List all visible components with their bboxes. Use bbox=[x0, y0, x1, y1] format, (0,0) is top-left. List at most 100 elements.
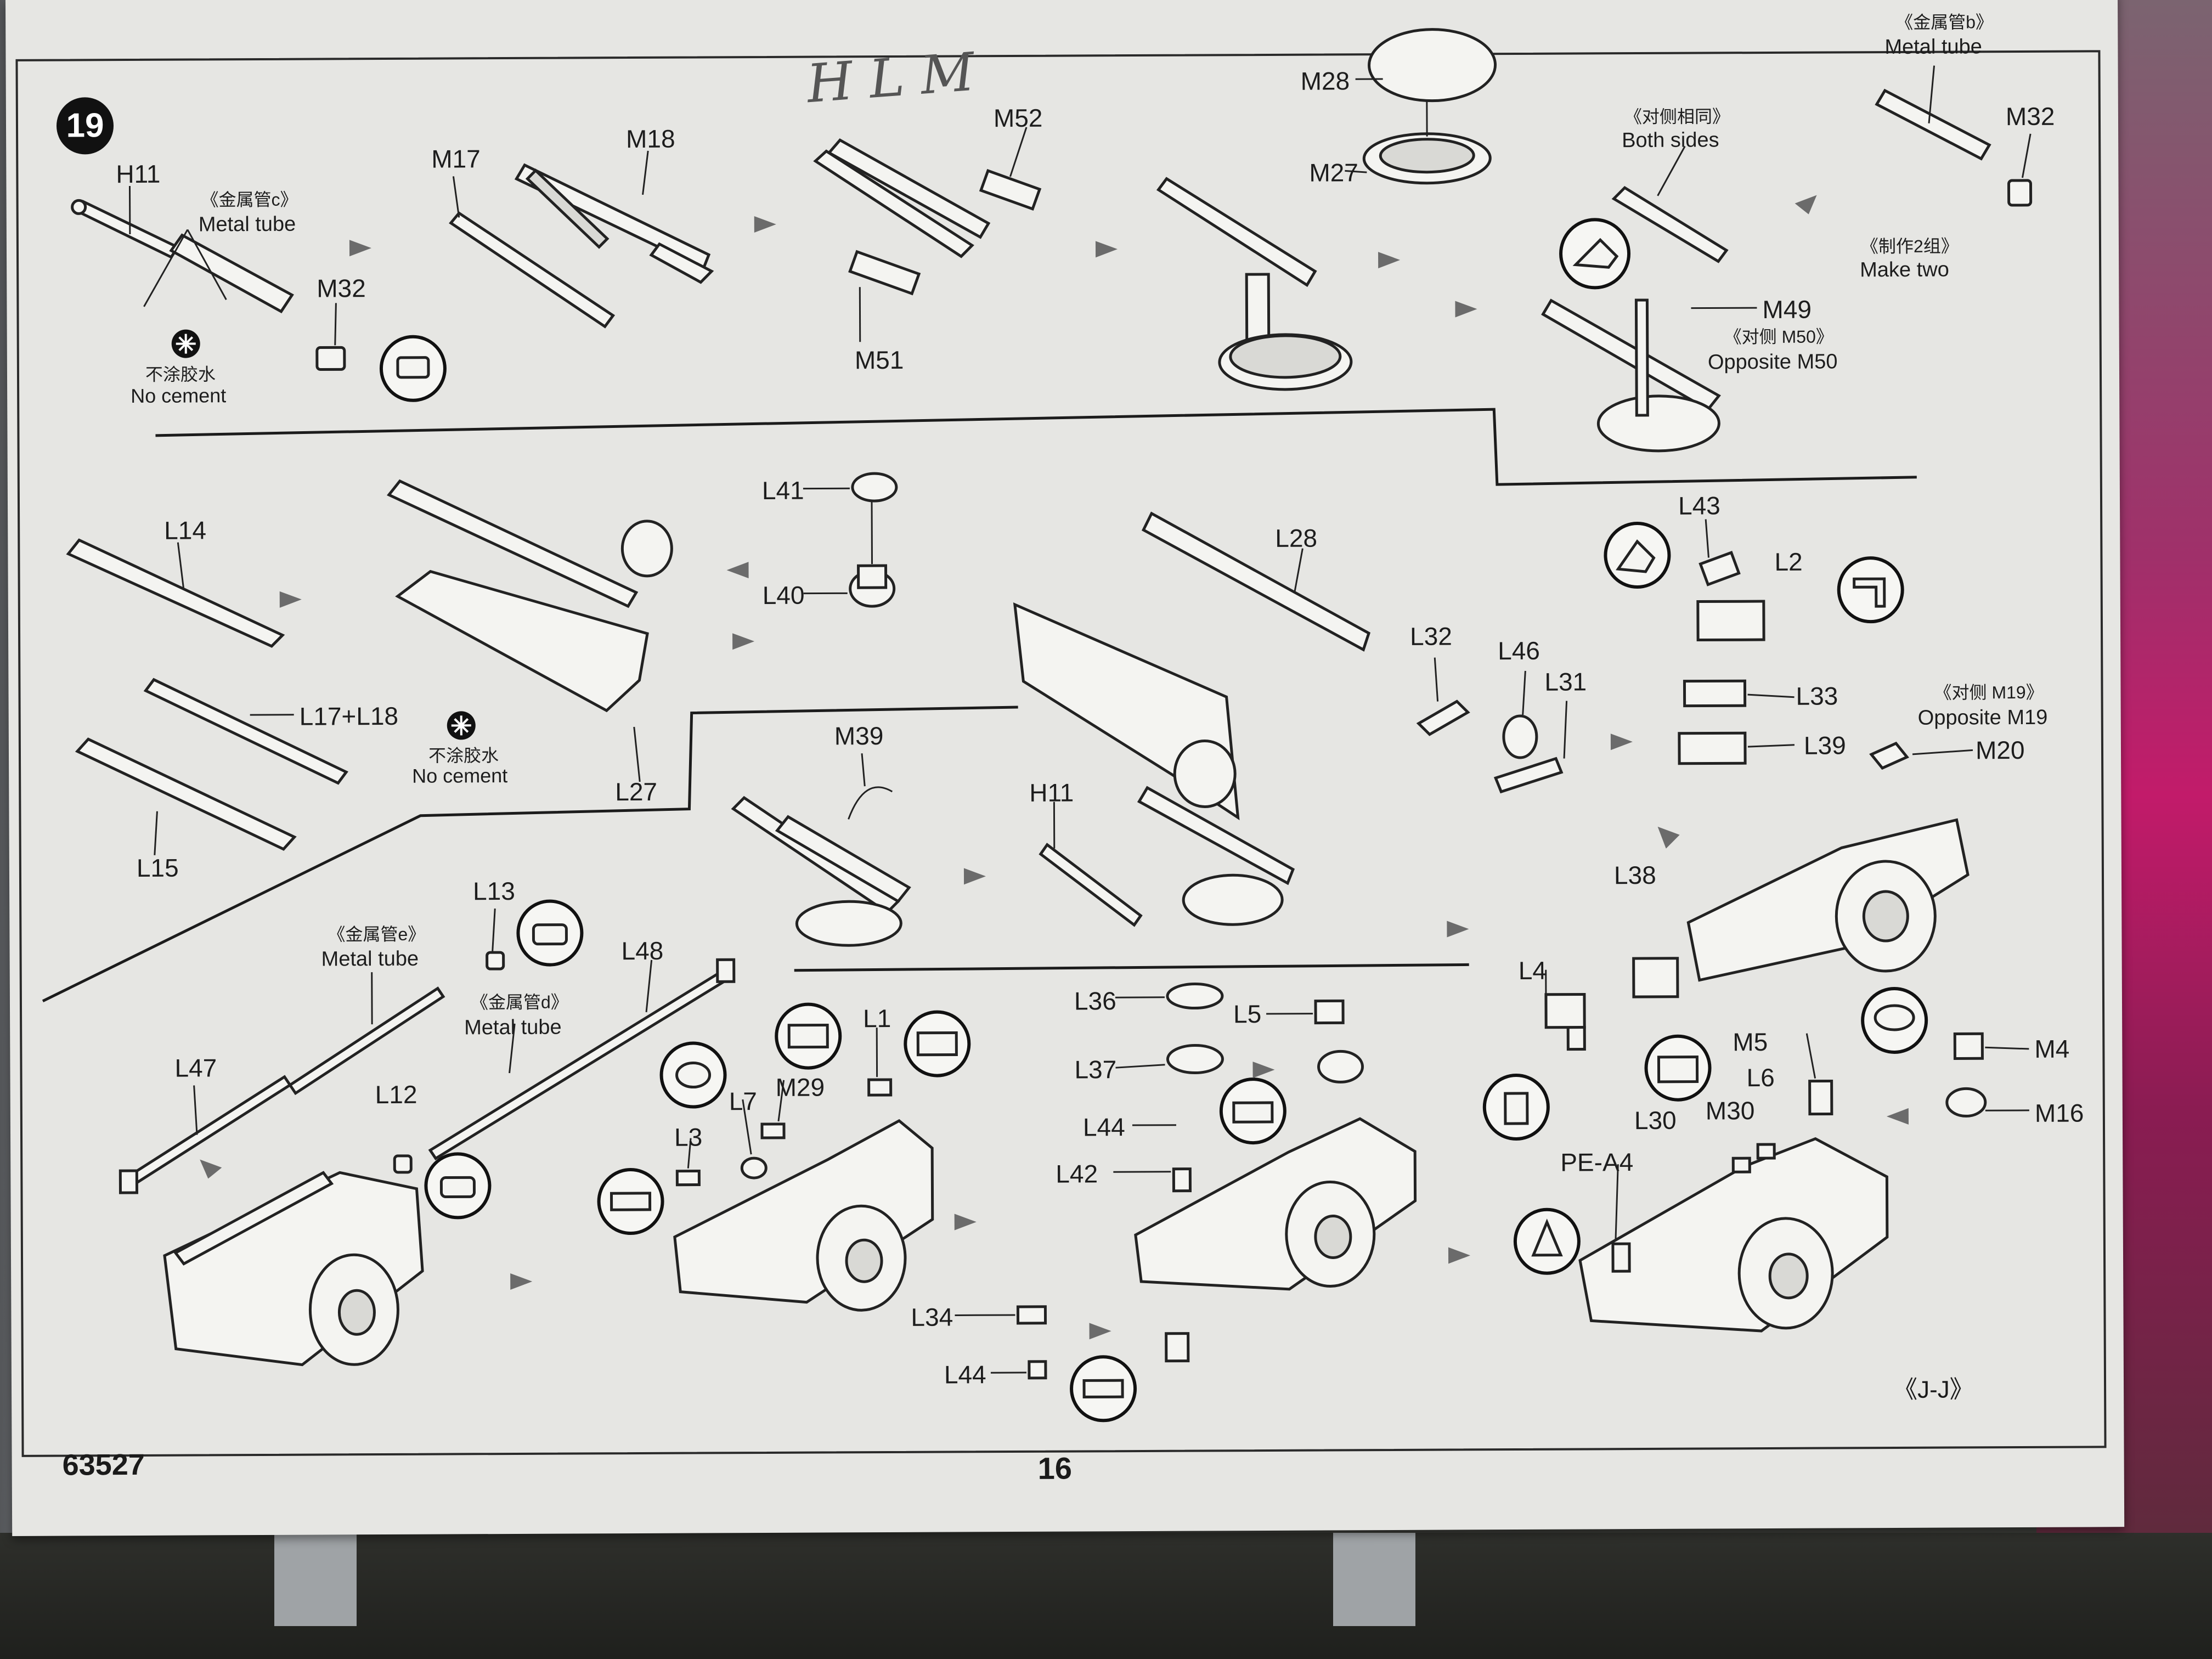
label-both-sides-en: Both sides bbox=[1622, 128, 1719, 153]
label-l6: L6 bbox=[1746, 1063, 1775, 1092]
part-m20-body-assembly bbox=[1686, 741, 1973, 982]
label-h11-mid: H11 bbox=[1029, 778, 1074, 807]
label-metal-tube-d-cn: 《金属管d》 bbox=[470, 992, 568, 1013]
label-metal-tube-e-cn: 《金属管e》 bbox=[328, 924, 426, 945]
label-l4: L4 bbox=[1518, 956, 1547, 985]
part-both-sides-assembly bbox=[1541, 145, 1757, 453]
assembly-diagram bbox=[42, 28, 2033, 1423]
label-m32-b: M32 bbox=[2005, 101, 2055, 131]
label-l41: L41 bbox=[761, 476, 804, 505]
label-l37: L37 bbox=[1074, 1055, 1117, 1084]
step-arrow bbox=[1610, 733, 1633, 751]
part-l43-l2-l33-l39 bbox=[1604, 519, 1904, 765]
step-arrow bbox=[1886, 1108, 1909, 1125]
part-chassis-l5-l36-l37 bbox=[955, 983, 1417, 1423]
label-m18: M18 bbox=[626, 124, 675, 154]
step-arrow bbox=[963, 868, 986, 885]
label-m49: M49 bbox=[1762, 295, 1812, 324]
label-m30: M30 bbox=[1705, 1096, 1755, 1125]
label-l12: L12 bbox=[375, 1080, 417, 1109]
step-arrow bbox=[1095, 241, 1118, 258]
label-no-cement-en: No cement bbox=[131, 384, 227, 408]
label-metal-tube-e-en: Metal tube bbox=[321, 947, 419, 971]
step-arrow bbox=[1657, 826, 1680, 849]
label-l3: L3 bbox=[674, 1122, 703, 1152]
label-l30: L30 bbox=[1634, 1105, 1677, 1135]
part-h11-metal-tube-c bbox=[71, 186, 447, 402]
part-turntable-assembly-1 bbox=[1156, 177, 1353, 391]
step-arrow bbox=[1089, 1323, 1111, 1340]
label-metal-tube-d-en: Metal tube bbox=[464, 1015, 562, 1040]
label-both-sides-cn: 《对侧相同》 bbox=[1624, 106, 1730, 127]
label-m20: M20 bbox=[1975, 735, 2025, 765]
part-m52-m51-arms bbox=[813, 127, 1042, 342]
section-mark-jj: 《J-J》 bbox=[1893, 1376, 1974, 1404]
label-l38: L38 bbox=[1613, 860, 1656, 890]
label-l32: L32 bbox=[1409, 622, 1452, 651]
part-chassis-left bbox=[163, 1171, 424, 1367]
label-opposite-m19-en: Opposite M19 bbox=[1917, 706, 2048, 730]
label-h11: H11 bbox=[116, 159, 161, 189]
step-arrow bbox=[279, 591, 302, 608]
label-m28: M28 bbox=[1300, 66, 1350, 95]
label-l28: L28 bbox=[1275, 523, 1318, 552]
step-number-badge: 19 bbox=[56, 97, 114, 155]
divider-row3 bbox=[794, 963, 1469, 972]
detail-bubble-l2 bbox=[1837, 556, 1904, 624]
step-arrow bbox=[200, 1159, 222, 1179]
step-arrow bbox=[510, 1273, 533, 1290]
label-l5: L5 bbox=[1233, 1000, 1262, 1029]
background-table bbox=[0, 1533, 2212, 1659]
step-arrow bbox=[1455, 301, 1477, 318]
label-l14: L14 bbox=[164, 516, 207, 545]
divider-row1 bbox=[155, 408, 1917, 486]
part-l27-chassis bbox=[387, 479, 673, 782]
page-number: 16 bbox=[1037, 1451, 1073, 1486]
label-l47: L47 bbox=[174, 1053, 217, 1082]
label-l36: L36 bbox=[1074, 986, 1116, 1015]
label-m51: M51 bbox=[854, 345, 904, 375]
part-l40-l41-wheel bbox=[803, 472, 898, 608]
label-metal-tube-b-cn: 《金属管b》 bbox=[1895, 12, 1994, 32]
product-code: 63527 bbox=[62, 1448, 145, 1482]
step-arrow bbox=[349, 240, 371, 257]
label-l43: L43 bbox=[1678, 491, 1720, 520]
label-no-cement-cn: 不涂胶水 bbox=[145, 364, 216, 385]
part-metal-tubes-l47-l48 bbox=[119, 899, 736, 1220]
part-m27-m28-turntable bbox=[1345, 28, 1497, 185]
label-l33: L33 bbox=[1796, 681, 1838, 710]
step-arrow bbox=[1448, 1247, 1471, 1264]
label-l39: L39 bbox=[1803, 731, 1846, 760]
label-metal-tube-c-en: Metal tube bbox=[198, 212, 296, 236]
label-make-two-cn: 《制作2组》 bbox=[1860, 236, 1959, 257]
label-no-cement-b-en: No cement bbox=[412, 764, 508, 787]
label-opposite-m50-cn: 《对侧 M50》 bbox=[1724, 326, 1833, 347]
label-m27: M27 bbox=[1309, 158, 1358, 187]
label-l34: L34 bbox=[911, 1302, 953, 1331]
label-l2: L2 bbox=[1774, 547, 1803, 576]
part-final-chassis bbox=[1482, 957, 2029, 1333]
step-arrow bbox=[1378, 252, 1401, 269]
label-m52: M52 bbox=[993, 103, 1043, 133]
part-m17-m18-frame bbox=[449, 150, 714, 329]
label-m32: M32 bbox=[317, 274, 366, 303]
label-l48: L48 bbox=[621, 936, 664, 966]
label-l42: L42 bbox=[1056, 1159, 1098, 1188]
label-l15: L15 bbox=[136, 853, 179, 882]
label-metal-tube-b-en: Metal tube bbox=[1884, 35, 1982, 59]
label-m5: M5 bbox=[1733, 1028, 1768, 1057]
label-metal-tube-c-cn: 《金属管c》 bbox=[201, 189, 298, 210]
divider-row2 bbox=[42, 706, 1018, 1002]
label-l40: L40 bbox=[762, 580, 805, 610]
step-arrow bbox=[754, 216, 776, 233]
label-l31: L31 bbox=[1544, 667, 1587, 696]
part-l32-l46-l31 bbox=[1416, 657, 1568, 794]
label-m39: M39 bbox=[834, 721, 884, 751]
label-opposite-m50-en: Opposite M50 bbox=[1707, 350, 1838, 374]
step-arrow bbox=[732, 633, 755, 650]
label-m16: M16 bbox=[2034, 1098, 2084, 1127]
part-metal-tube-b-m32 bbox=[1875, 65, 2033, 207]
label-pe-a4: PE-A4 bbox=[1560, 1148, 1634, 1177]
part-l14-l15-rails bbox=[66, 538, 348, 855]
step-arrow bbox=[1447, 921, 1469, 938]
